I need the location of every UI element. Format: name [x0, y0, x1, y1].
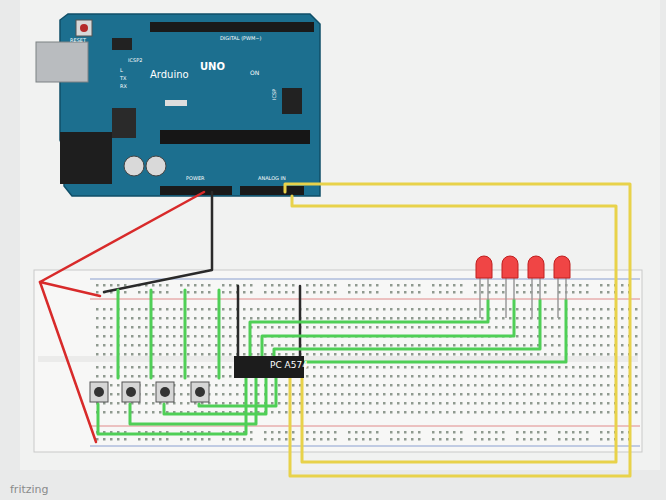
- rail-line: [90, 446, 640, 447]
- mcu-chip: [160, 130, 310, 144]
- capacitor: [124, 156, 144, 176]
- header-label: DIGITAL (PWM~): [220, 36, 262, 41]
- board-model: UNO: [200, 62, 225, 72]
- silk-label: ON: [250, 70, 259, 76]
- push-buttons: [90, 382, 209, 402]
- analog-header: [240, 186, 304, 195]
- breadboard: [34, 270, 642, 452]
- icsp2-header: [112, 38, 132, 50]
- usb-connector: [36, 42, 88, 82]
- arduino-board: [60, 14, 320, 196]
- capacitor: [146, 156, 166, 176]
- power-jack: [60, 132, 112, 184]
- rail-line: [90, 426, 640, 427]
- silk-label: ICSP: [272, 89, 277, 100]
- header-label: POWER: [186, 176, 205, 181]
- silk-label: ICSP2: [128, 58, 142, 63]
- yellow-wire: [285, 184, 630, 476]
- board-logo: Arduino: [150, 70, 189, 80]
- black-wire: [237, 286, 240, 360]
- silk-label: L: [120, 68, 123, 73]
- reset-button: [76, 20, 92, 36]
- black-wire: [104, 192, 212, 292]
- silk-label: RX: [120, 84, 127, 89]
- breadboard-holes: [96, 284, 638, 441]
- green-wires: [98, 290, 566, 434]
- yellow-wire: [292, 196, 616, 462]
- crystal: [165, 100, 187, 106]
- leds: [476, 256, 570, 318]
- silk-label: RESET: [70, 38, 86, 43]
- red-wire: [40, 282, 96, 442]
- silk-label: TX: [120, 76, 126, 81]
- reset-cap: [80, 24, 88, 32]
- icsp-header: [282, 88, 302, 114]
- chip-label: PC A574: [270, 361, 308, 370]
- red-wire: [40, 192, 204, 296]
- canvas: [20, 0, 660, 470]
- regulator: [112, 108, 136, 138]
- watermark: fritzing: [10, 484, 49, 495]
- power-header: [160, 186, 232, 195]
- header-label: ANALOG IN: [258, 176, 286, 181]
- digital-header: [150, 22, 314, 32]
